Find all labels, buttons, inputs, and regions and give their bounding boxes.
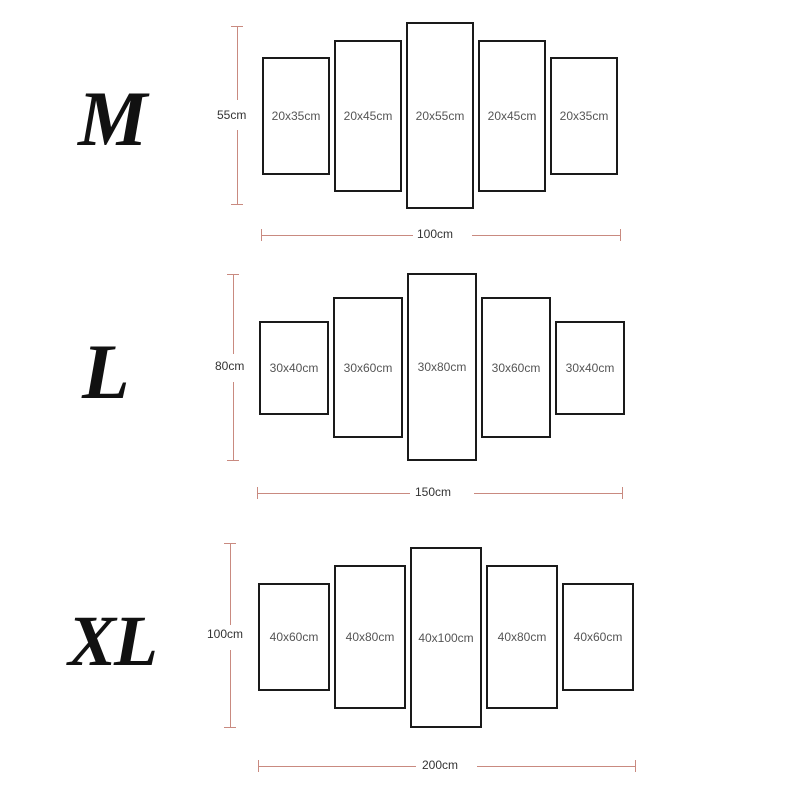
width-label-l: 150cm [413, 485, 454, 499]
panel-xl-3: 40x100cm [410, 547, 482, 728]
width-label-m: 100cm [415, 227, 456, 241]
width-cap-right [620, 229, 621, 241]
width-line-right [477, 766, 635, 767]
height-line-lower [233, 382, 234, 460]
width-line-right [474, 493, 622, 494]
panel-m-2: 20x45cm [334, 40, 402, 192]
panel-l-1: 30x40cm [259, 321, 329, 415]
width-line-right [472, 235, 621, 236]
size-label-xl: XL [68, 601, 158, 681]
width-line-left [257, 493, 410, 494]
panel-size-label: 40x60cm [269, 630, 319, 644]
panel-l-2: 30x60cm [333, 297, 403, 438]
panel-m-3: 20x55cm [406, 22, 474, 209]
panel-l-3: 30x80cm [407, 273, 477, 461]
panel-size-label: 40x60cm [573, 630, 623, 644]
height-line-upper [233, 274, 234, 354]
height-line-upper [237, 26, 238, 100]
panel-size-label: 20x45cm [343, 109, 393, 123]
panel-size-label: 30x80cm [417, 360, 467, 374]
height-cap-bottom [227, 460, 239, 461]
panel-m-4: 20x45cm [478, 40, 546, 192]
panel-xl-4: 40x80cm [486, 565, 558, 709]
width-line-left [261, 235, 413, 236]
panel-size-label: 20x35cm [559, 109, 609, 123]
panel-m-5: 20x35cm [550, 57, 618, 175]
width-line-left [258, 766, 416, 767]
panel-size-label: 40x80cm [345, 630, 395, 644]
height-line-upper [230, 543, 231, 625]
height-line-lower [237, 130, 238, 204]
height-label-xl: 100cm [205, 627, 246, 641]
panel-xl-2: 40x80cm [334, 565, 406, 709]
panel-size-label: 20x45cm [487, 109, 537, 123]
panel-m-1: 20x35cm [262, 57, 330, 175]
panel-size-label: 30x40cm [565, 361, 615, 375]
width-label-xl: 200cm [420, 758, 461, 772]
height-label-l: 80cm [213, 359, 247, 373]
height-line-lower [230, 650, 231, 727]
panel-xl-5: 40x60cm [562, 583, 634, 691]
panel-size-label: 20x35cm [271, 109, 321, 123]
height-label-m: 55cm [215, 108, 249, 122]
panel-l-4: 30x60cm [481, 297, 551, 438]
height-cap-bottom [224, 727, 236, 728]
size-label-m: M [78, 75, 147, 162]
panel-size-label: 30x40cm [269, 361, 319, 375]
panel-size-label: 30x60cm [491, 360, 541, 375]
size-label-l: L [82, 328, 130, 415]
height-cap-bottom [231, 204, 243, 205]
width-cap-right [635, 760, 636, 772]
panel-size-label: 20x55cm [415, 108, 465, 123]
panel-l-5: 30x40cm [555, 321, 625, 415]
panel-size-label: 40x80cm [497, 630, 547, 644]
panel-xl-1: 40x60cm [258, 583, 330, 691]
width-cap-right [622, 487, 623, 499]
panel-size-label: 40x100cm [418, 630, 474, 645]
panel-size-label: 30x60cm [343, 360, 393, 375]
